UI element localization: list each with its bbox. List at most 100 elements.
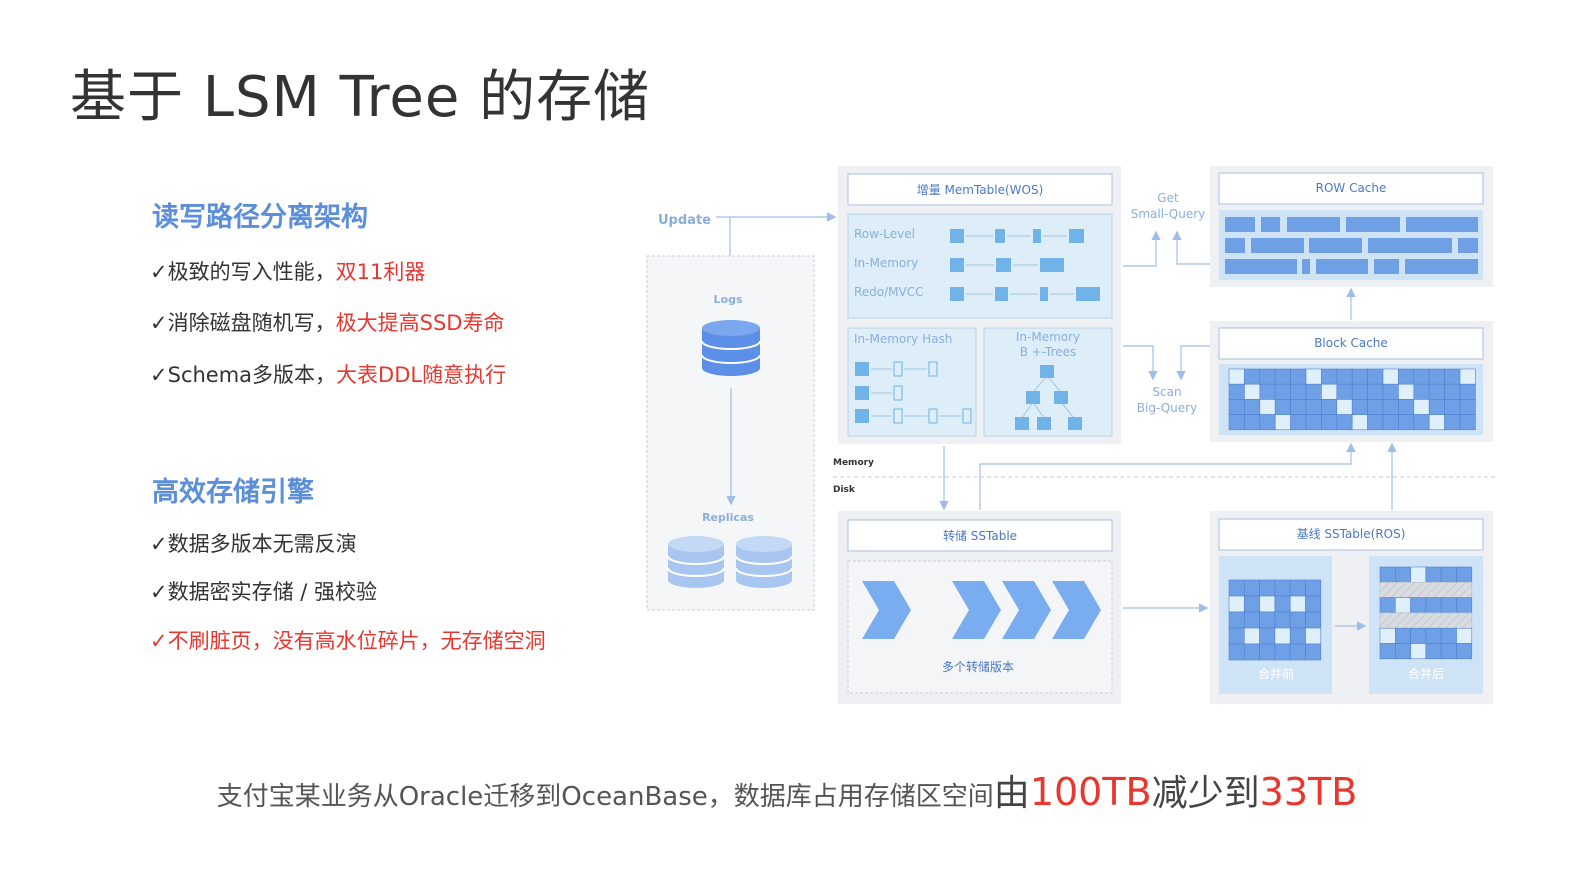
sstable-to-block-cache-arrow (979, 442, 1356, 510)
grid-cell (1379, 597, 1396, 614)
memory-label: Memory (833, 458, 874, 468)
block-cache-header (1218, 327, 1484, 360)
grid-cell (1456, 566, 1473, 583)
grid-cell (1459, 399, 1476, 415)
grid-cell (1444, 383, 1461, 400)
page-title: 基于 LSM Tree 的存储 (70, 65, 651, 130)
grid-cell (1410, 566, 1427, 583)
replicas-label: Replicas (702, 511, 754, 524)
grid-cell (1259, 643, 1276, 661)
version-chevrons (862, 581, 1101, 639)
grid-cell (1351, 399, 1368, 415)
grid-cell (1305, 579, 1322, 597)
lsm-architecture-diagram: Update Logs Replicas 增量 MemTable(WOS) Ro… (646, 166, 1495, 704)
grid-cell (1259, 383, 1276, 400)
grid-cell (1289, 611, 1306, 629)
grid-cell (1305, 414, 1322, 431)
bullet-write-performance: ✓极致的写入性能，双11利器 (150, 256, 425, 286)
grid-cell (1444, 414, 1461, 431)
grid-cell (1425, 627, 1442, 644)
in-memory-label: In-Memory (854, 256, 918, 270)
check-icon: ✓ (150, 629, 168, 653)
redo-chains (950, 229, 1100, 301)
bullet-multi-version: ✓数据多版本无需反演 (150, 528, 357, 558)
grid-cell (1394, 597, 1411, 614)
grid-cell (1305, 595, 1322, 613)
sstable-header (847, 519, 1113, 552)
block-cache-title: Block Cache (1314, 336, 1388, 350)
grid-cell (1243, 579, 1260, 597)
check-icon: ✓ (150, 363, 168, 387)
grid-cell (1398, 414, 1415, 431)
memtable-header (847, 173, 1113, 206)
bullet-random-write: ✓消除磁盘随机写，极大提高SSD寿命 (150, 307, 504, 337)
grid-cell (1305, 643, 1322, 661)
grid-cell (1428, 383, 1445, 400)
grid-cell (1259, 399, 1276, 415)
hash-box (847, 327, 977, 437)
hash-label: In-Memory Hash (854, 332, 952, 346)
grid-cell (1351, 368, 1368, 385)
grid-cell (1305, 383, 1322, 400)
grid-cell (1367, 368, 1384, 385)
bullet-text: 数据多版本无需反演 (167, 532, 357, 556)
grid-cell (1228, 595, 1245, 613)
grid-cell (1336, 414, 1353, 431)
grid-cell (1289, 595, 1306, 613)
grid-cell (1259, 611, 1276, 629)
block-cache-grid (1228, 368, 1476, 431)
grid-cell (1379, 627, 1396, 644)
logs-label: Logs (714, 293, 743, 306)
grid-cell (1228, 611, 1245, 629)
grid-cell (1367, 399, 1384, 415)
grid-cell (1351, 383, 1368, 400)
bullet-highlight: 不刷脏页，没有高水位碎片，无存储空洞 (167, 629, 546, 653)
grid-cell (1228, 399, 1245, 415)
footer-highlight-before: 100TB (1029, 770, 1152, 814)
bullet-highlight: 双11利器 (335, 260, 426, 284)
grid-cell (1244, 383, 1261, 400)
get-label: Get (1157, 191, 1179, 205)
row-level-label: Row-Level (854, 227, 915, 241)
grid-cell (1459, 383, 1476, 400)
grid-cell (1321, 368, 1338, 385)
grid-cell (1259, 595, 1276, 613)
grid-cell (1290, 383, 1307, 400)
grid-cell (1459, 414, 1476, 431)
grid-cell (1259, 579, 1276, 597)
grid-cell (1321, 383, 1338, 400)
bullet-highlight: 极大提高SSD寿命 (335, 311, 505, 335)
grid-cell (1413, 383, 1430, 400)
grid-cell (1440, 566, 1457, 583)
grid-cell (1444, 399, 1461, 415)
grid-cell (1410, 627, 1427, 644)
section-heading-storage-engine: 高效存储引擎 (152, 477, 314, 508)
grid-cell (1244, 368, 1261, 385)
grid-cell (1382, 383, 1399, 400)
grid-cell (1456, 643, 1473, 660)
get-arrow-down (1172, 230, 1210, 265)
grid-cell (1382, 414, 1399, 431)
grid-cell (1243, 595, 1260, 613)
before-merge-label: 合并前 (1258, 666, 1294, 681)
grid-cell (1274, 643, 1291, 661)
grid-cell (1398, 399, 1415, 415)
sstable-title: 转储 SSTable (943, 528, 1017, 543)
grid-cell (1379, 612, 1473, 629)
grid-cell (1379, 566, 1396, 583)
grid-cell (1305, 627, 1322, 645)
grid-cell (1289, 643, 1306, 661)
database-icon (735, 536, 793, 588)
grid-cell (1228, 627, 1245, 645)
grid-cell (1440, 627, 1457, 644)
grid-cell (1289, 579, 1306, 597)
grid-cell (1321, 414, 1338, 431)
after-merge-label: 合并后 (1408, 666, 1444, 681)
footer-highlight-after: 33TB (1259, 770, 1358, 814)
grid-cell (1243, 611, 1260, 629)
before-merge-grid (1228, 579, 1322, 661)
grid-cell (1290, 414, 1307, 431)
grid-cell (1244, 414, 1261, 431)
grid-cell (1413, 399, 1430, 415)
grid-cell (1394, 643, 1411, 660)
